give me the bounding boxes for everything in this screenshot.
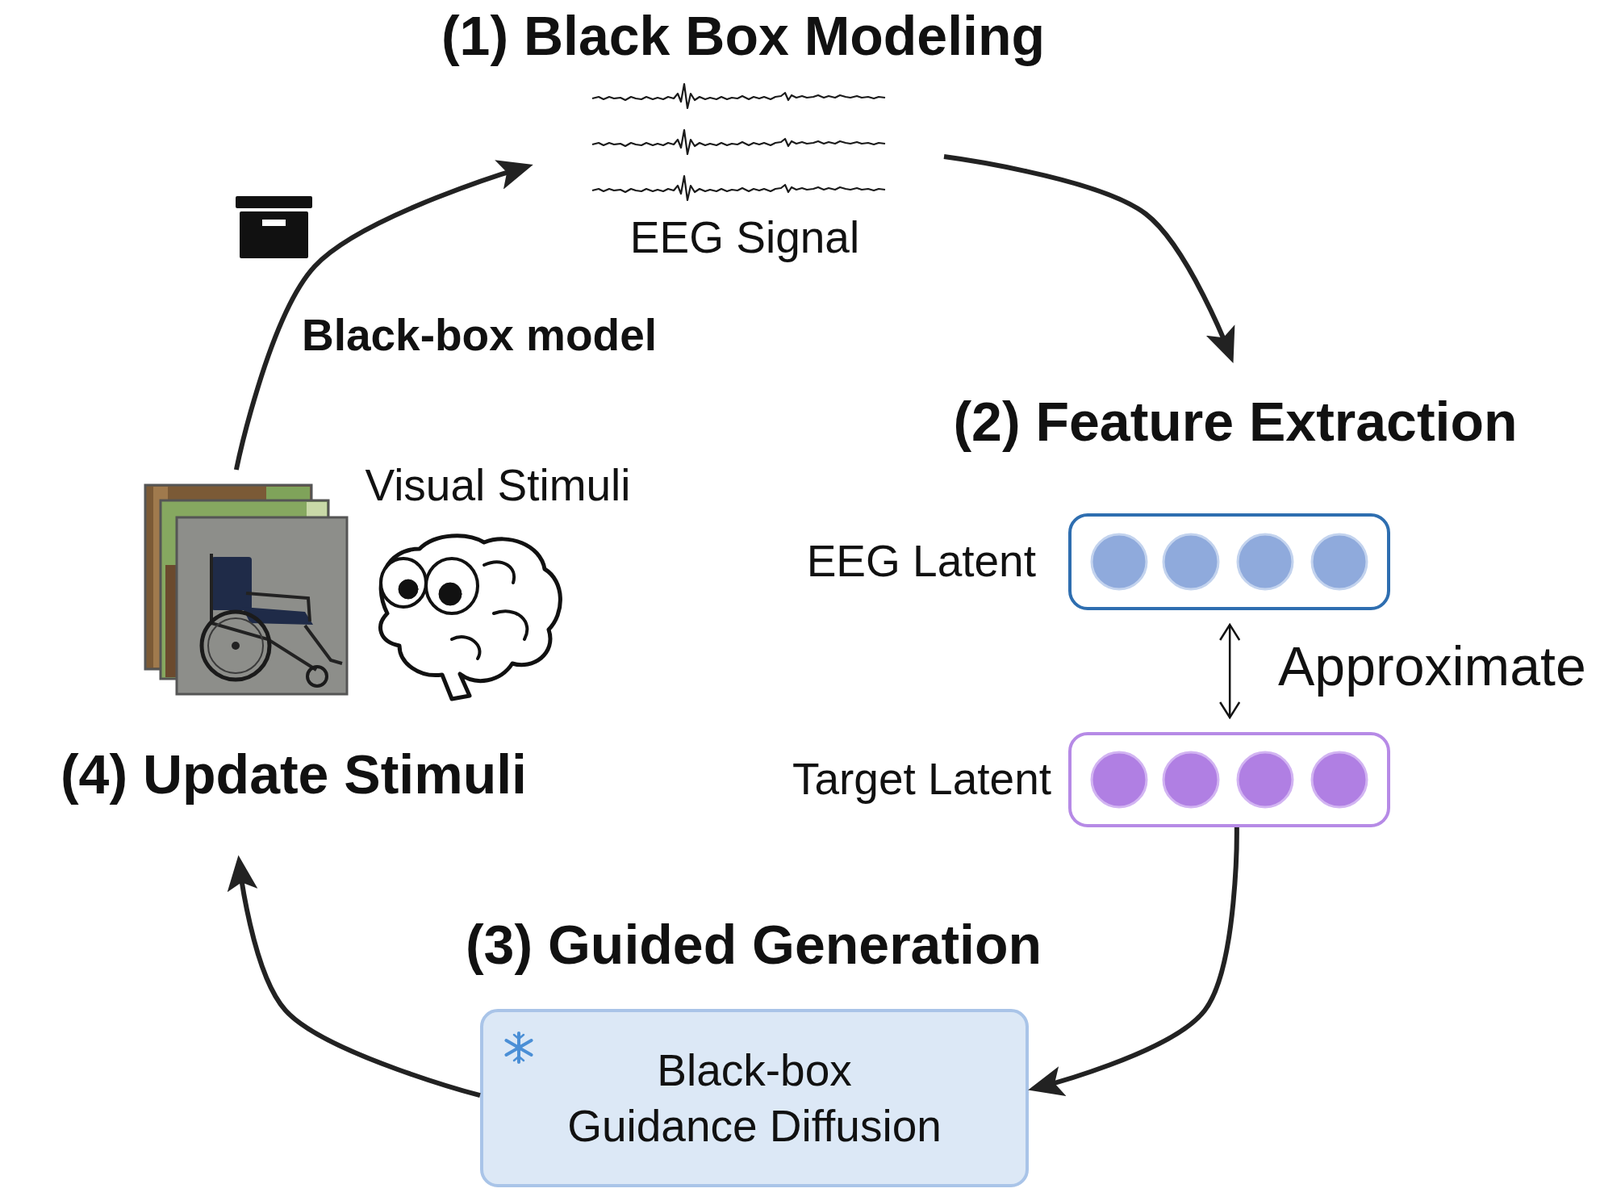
brain-icon bbox=[380, 535, 561, 699]
latent-unit bbox=[1091, 751, 1147, 807]
node-label: Target Latent bbox=[792, 753, 1052, 805]
snowflake-icon bbox=[505, 1032, 531, 1062]
latent-unit bbox=[1237, 534, 1293, 590]
latent-unit bbox=[1311, 751, 1367, 807]
stage-heading: (1) Black Box Modeling bbox=[441, 4, 1045, 67]
latent-box bbox=[1068, 513, 1391, 610]
signal-group: EEG Signal bbox=[532, 80, 945, 267]
process-box: Black-box Guidance Diffusion bbox=[480, 1008, 1029, 1187]
node-label: EEG Latent bbox=[806, 535, 1037, 587]
latent-vector: Target Latent bbox=[806, 731, 1391, 828]
flow-arrow bbox=[236, 167, 523, 470]
eeg-wave bbox=[592, 175, 886, 201]
node-label: EEG Signal bbox=[630, 212, 860, 264]
eeg-wave bbox=[592, 83, 886, 109]
box-icon bbox=[235, 196, 313, 259]
eeg-wave bbox=[592, 129, 886, 155]
latent-units bbox=[1071, 735, 1387, 824]
latent-box bbox=[1068, 731, 1391, 828]
latent-unit bbox=[1163, 751, 1219, 807]
wheelchair-illustration bbox=[201, 553, 343, 686]
latent-unit bbox=[1237, 751, 1293, 807]
latent-vector: EEG Latent bbox=[806, 362, 1391, 610]
latent-unit bbox=[1311, 534, 1367, 590]
flow-arrow bbox=[239, 865, 481, 1095]
approximation-arrow bbox=[1228, 624, 1232, 718]
latent-unit bbox=[1091, 534, 1147, 590]
stimuli-group: Visual Stimuli bbox=[145, 469, 565, 856]
node-label: Black-box Guidance Diffusion bbox=[561, 1042, 948, 1154]
stage-heading: (2) Feature Extraction bbox=[952, 389, 1517, 453]
latent-units bbox=[1071, 516, 1387, 607]
latent-unit bbox=[1163, 534, 1219, 590]
flow-arrow bbox=[944, 156, 1229, 353]
stage-heading: (4) Update Stimuli bbox=[60, 742, 527, 806]
stage-heading: (3) Guided Generation bbox=[465, 912, 1042, 976]
flow-arrow bbox=[1039, 827, 1237, 1087]
stimuli-images bbox=[145, 484, 347, 694]
eeg-waveforms bbox=[592, 83, 886, 201]
edge-label: Approximate bbox=[1278, 634, 1587, 698]
edge-label: Black-box model bbox=[301, 309, 657, 361]
node-label: Visual Stimuli bbox=[364, 459, 631, 511]
